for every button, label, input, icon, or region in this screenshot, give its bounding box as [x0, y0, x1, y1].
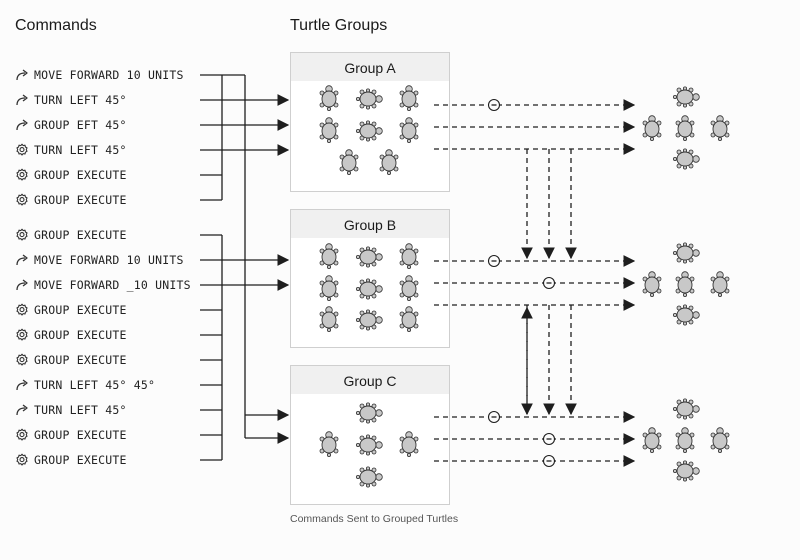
- gear-icon: [15, 228, 29, 242]
- command-item[interactable]: TURN LEFT 45°: [15, 140, 127, 160]
- turtle-icon: [399, 243, 419, 270]
- redo-arrow-icon: [15, 403, 29, 417]
- command-item[interactable]: GROUP EXECUTE: [15, 450, 127, 470]
- redo-arrow-icon: [15, 118, 29, 132]
- output-turtle-icon: [675, 427, 695, 454]
- command-label: GROUP EXECUTE: [34, 453, 127, 467]
- command-item[interactable]: MOVE FORWARD _10 UNITS: [15, 275, 191, 295]
- gear-icon: [15, 428, 29, 442]
- redo-arrow-icon: [15, 68, 29, 82]
- command-item[interactable]: GROUP EXECUTE: [15, 190, 127, 210]
- output-turtle-icon: [642, 427, 662, 454]
- gear-icon: [15, 303, 29, 317]
- command-item[interactable]: GROUP EXECUTE: [15, 325, 127, 345]
- turtle-icon: [355, 120, 383, 142]
- group-b-box[interactable]: Group B: [290, 209, 450, 348]
- command-item[interactable]: GROUP EXECUTE: [15, 425, 127, 445]
- turtle-icon: [319, 306, 339, 333]
- output-turtle-icon: [672, 304, 700, 326]
- redo-arrow-icon: [15, 378, 29, 392]
- output-turtle-icon: [675, 271, 695, 298]
- output-turtle-icon: [672, 398, 700, 420]
- command-label: TURN LEFT 45°: [34, 93, 127, 107]
- group-a-title: Group A: [291, 53, 449, 81]
- turtle-icon: [319, 85, 339, 112]
- turtle-icon: [399, 117, 419, 144]
- output-turtle-icon: [710, 271, 730, 298]
- gear-icon: [15, 353, 29, 367]
- gear-icon: [15, 193, 29, 207]
- command-label: TURN LEFT 45°: [34, 143, 127, 157]
- diagram-caption: Commands Sent to Grouped Turtles: [290, 513, 459, 525]
- output-turtle-icon: [672, 148, 700, 170]
- output-turtle-icon: [710, 427, 730, 454]
- output-turtle-icon: [672, 460, 700, 482]
- gear-icon: [15, 453, 29, 467]
- command-label: MOVE FORWARD _10 UNITS: [34, 278, 191, 292]
- command-item[interactable]: TURN LEFT 45° 45°: [15, 375, 155, 395]
- turtle-icon: [355, 309, 383, 331]
- command-label: GROUP EXECUTE: [34, 193, 127, 207]
- command-item[interactable]: GROUP EXECUTE: [15, 225, 127, 245]
- turtle-icon: [355, 278, 383, 300]
- redo-arrow-icon: [15, 93, 29, 107]
- turtle-groups-heading: Turtle Groups: [290, 17, 388, 34]
- turtle-icon: [379, 149, 399, 176]
- turtle-icon: [399, 431, 419, 458]
- turtle-icon: [319, 243, 339, 270]
- turtles-layer: [319, 85, 730, 488]
- turtle-icon: [399, 85, 419, 112]
- turtle-icon: [399, 275, 419, 302]
- command-label: TURN LEFT 45°: [34, 403, 127, 417]
- gear-icon: [15, 168, 29, 182]
- command-label: GROUP EXECUTE: [34, 168, 127, 182]
- turtle-icon: [339, 149, 359, 176]
- command-item[interactable]: MOVE FORWARD 10 UNITS: [15, 65, 184, 85]
- command-item[interactable]: TURN LEFT 45°: [15, 90, 127, 110]
- command-label: MOVE FORWARD 10 UNITS: [34, 68, 184, 82]
- command-label: GROUP EXECUTE: [34, 328, 127, 342]
- group-b-title: Group B: [291, 210, 449, 238]
- output-turtle-icon: [672, 86, 700, 108]
- turtle-icon: [355, 88, 383, 110]
- command-item[interactable]: TURN LEFT 45°: [15, 400, 127, 420]
- command-item[interactable]: GROUP EXECUTE: [15, 300, 127, 320]
- command-label: GROUP EXECUTE: [34, 428, 127, 442]
- command-item[interactable]: GROUP EFT 45°: [15, 115, 127, 135]
- group-a-box[interactable]: Group A: [290, 52, 450, 192]
- redo-arrow-icon: [15, 253, 29, 267]
- turtle-icon: [355, 466, 383, 488]
- gear-icon: [15, 143, 29, 157]
- output-turtle-icon: [672, 242, 700, 264]
- redo-arrow-icon: [15, 278, 29, 292]
- command-label: GROUP EXECUTE: [34, 353, 127, 367]
- output-paths: [434, 98, 636, 468]
- output-turtle-icon: [642, 115, 662, 142]
- output-turtle-icon: [642, 271, 662, 298]
- turtle-icon: [355, 402, 383, 424]
- command-label: MOVE FORWARD 10 UNITS: [34, 253, 184, 267]
- turtle-icon: [399, 306, 419, 333]
- turtle-icon: [355, 434, 383, 456]
- command-bus: [200, 74, 290, 461]
- turtle-icon: [319, 275, 339, 302]
- command-label: GROUP EFT 45°: [34, 118, 127, 132]
- command-label: GROUP EXECUTE: [34, 303, 127, 317]
- group-c-title: Group C: [291, 366, 449, 394]
- turtle-icon: [319, 431, 339, 458]
- command-label: GROUP EXECUTE: [34, 228, 127, 242]
- commands-heading: Commands: [15, 17, 97, 34]
- gear-icon: [15, 328, 29, 342]
- command-item[interactable]: GROUP EXECUTE: [15, 165, 127, 185]
- command-item[interactable]: GROUP EXECUTE: [15, 350, 127, 370]
- turtle-icon: [355, 246, 383, 268]
- turtle-icon: [319, 117, 339, 144]
- command-item[interactable]: MOVE FORWARD 10 UNITS: [15, 250, 184, 270]
- command-label: TURN LEFT 45° 45°: [34, 378, 156, 392]
- output-turtle-icon: [675, 115, 695, 142]
- output-turtle-icon: [710, 115, 730, 142]
